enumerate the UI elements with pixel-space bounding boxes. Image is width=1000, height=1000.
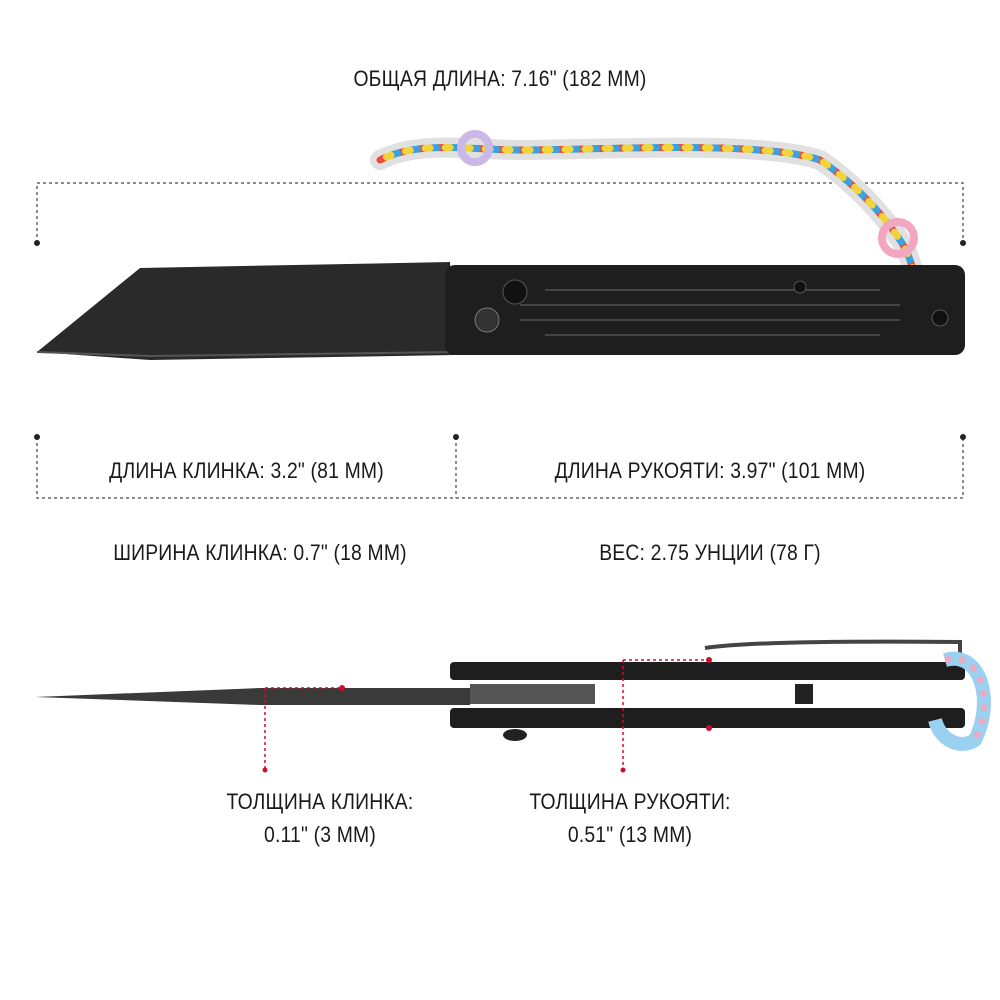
weight-label: ВЕС: 2.75 УНЦИИ (78 Г)	[599, 540, 821, 565]
knife-top-view	[36, 262, 965, 360]
blade-thickness-value: 0.11" (3 ММ)	[264, 822, 376, 847]
knife-side-view	[35, 639, 991, 751]
handle-length-label: ДЛИНА РУКОЯТИ: 3.97" (101 ММ)	[554, 458, 866, 483]
blade-length-label: ДЛИНА КЛИНКА: 3.2" (81 ММ)	[109, 458, 384, 483]
overall-length-bracket	[36, 182, 964, 243]
handle-thickness-label: ТОЛЩИНА РУКОЯТИ:	[529, 789, 731, 814]
blade-thickness-label: ТОЛЩИНА КЛИНКА:	[226, 789, 414, 814]
overall-length-label: ОБЩАЯ ДЛИНА: 7.16" (182 ММ)	[353, 66, 647, 91]
blade-width-label: ШИРИНА КЛИНКА: 0.7" (18 ММ)	[113, 540, 407, 565]
handle-thickness-value: 0.51" (13 ММ)	[567, 822, 693, 847]
thickness-markers	[264, 659, 709, 770]
lanyard	[370, 130, 926, 330]
length-brackets	[36, 437, 964, 499]
